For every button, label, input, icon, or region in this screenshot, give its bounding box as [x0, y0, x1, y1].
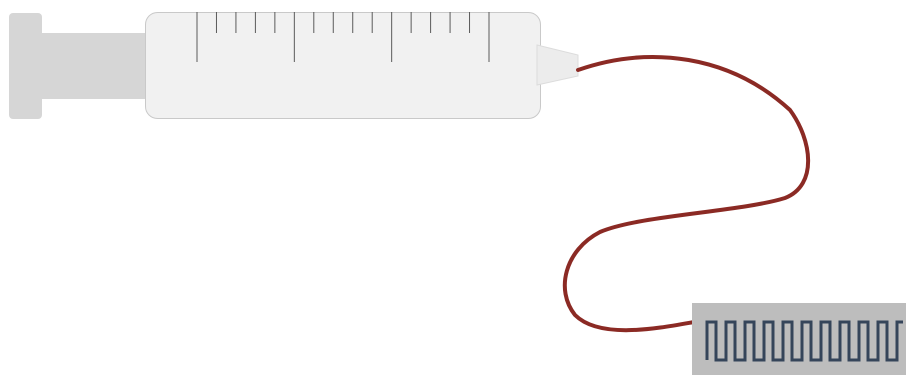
plunger-rod	[38, 33, 150, 99]
microfluidic-chip	[692, 303, 906, 375]
chip-substrate	[692, 303, 906, 375]
plunger-thumb-rest	[9, 13, 42, 119]
syringe-plunger	[9, 13, 150, 119]
syringe-barrel	[146, 12, 541, 119]
barrel-body	[146, 13, 541, 119]
syringe-nozzle	[537, 45, 578, 85]
tubing	[565, 57, 808, 330]
